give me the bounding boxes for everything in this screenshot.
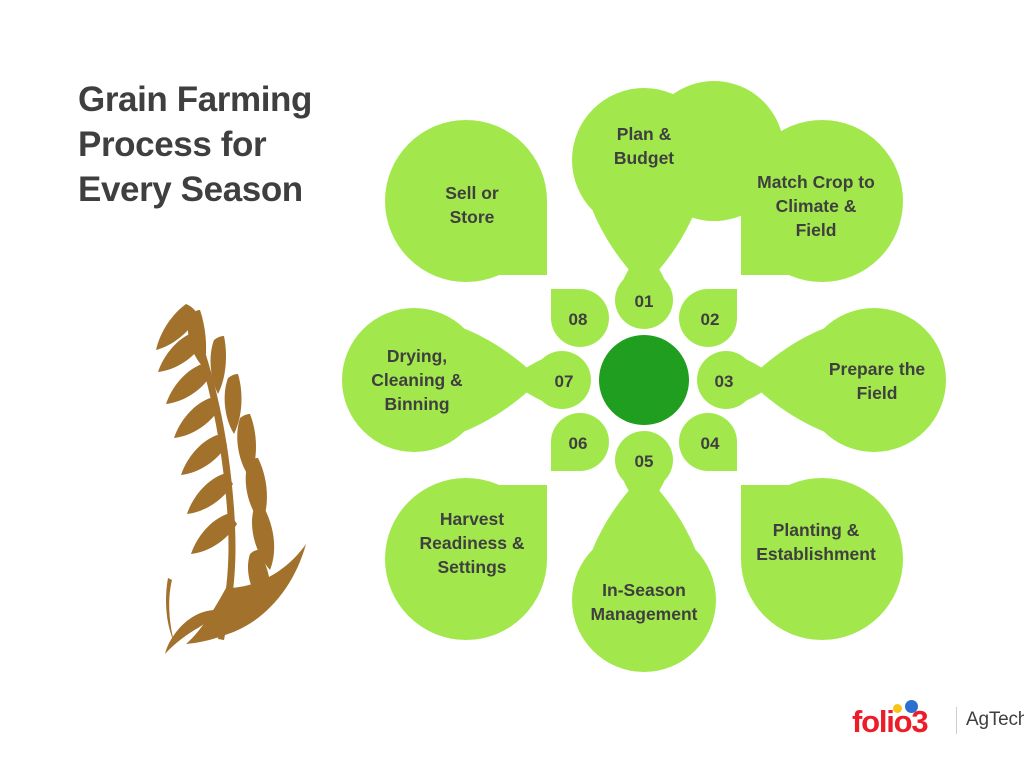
petal-04-label-line-2: Establishment xyxy=(756,544,876,564)
badge-08[interactable]: 08 xyxy=(551,289,609,347)
petal-02-label-line-3: Field xyxy=(796,220,837,240)
petal-03-label-line-1: Prepare the xyxy=(829,359,926,379)
logo-divider xyxy=(956,706,957,734)
title-line-2: Process for xyxy=(78,124,267,164)
petal-04-planting-and-establishment[interactable]: Planting & Establishment xyxy=(741,478,903,640)
folio3-agtech-logo: folio3 AgTech xyxy=(852,700,1024,740)
petal-02-match-crop-to-climate-and-field[interactable]: Match Crop to Climate & Field xyxy=(741,120,903,282)
badge-05-number: 05 xyxy=(635,452,654,471)
badge-03-number: 03 xyxy=(715,372,734,391)
title-line-1: Grain Farming xyxy=(78,80,313,119)
petal-03-label-line-2: Field xyxy=(857,383,898,403)
logo-dot-yellow-icon xyxy=(893,704,902,713)
petal-04-label-line-1: Planting & xyxy=(773,520,860,540)
badge-01[interactable]: 01 xyxy=(615,248,673,329)
petal-01-label-line-2: Budget xyxy=(614,148,674,168)
wheat-stalk-illustration xyxy=(128,288,328,658)
petal-05-in-season-management[interactable]: In-Season Management xyxy=(572,474,716,672)
process-wheel-diagram: Plan & Budget Prepare the Field In-Seaso… xyxy=(342,60,994,700)
petal-06-harvest-readiness-and-settings[interactable]: Harvest Readiness & Settings xyxy=(385,478,547,640)
petal-05-label-line-2: Management xyxy=(591,604,698,624)
petal-03-prepare-the-field[interactable]: Prepare the Field xyxy=(748,308,946,452)
petal-08-label-line-1: Sell or xyxy=(445,183,499,203)
diagram-center-hub[interactable] xyxy=(599,335,689,425)
petal-07-drying-cleaning-binning[interactable]: Drying, Cleaning & Binning xyxy=(342,308,540,452)
petal-08-sell-or-store[interactable]: Sell or Store xyxy=(385,120,547,282)
petal-01-label-line-1: Plan & xyxy=(617,124,672,144)
petal-07-label-line-1: Drying, xyxy=(387,346,447,366)
badge-06[interactable]: 06 xyxy=(551,413,609,471)
petal-06-label-line-1: Harvest xyxy=(440,509,504,529)
petal-02-label-line-1: Match Crop to xyxy=(757,172,875,192)
title-line-3: Every Season xyxy=(78,169,303,209)
petal-07-label-line-2: Cleaning & xyxy=(371,370,463,390)
badge-02-number: 02 xyxy=(701,310,720,329)
petal-05-label-line-1: In-Season xyxy=(602,580,686,600)
badge-06-number: 06 xyxy=(569,434,588,453)
logo-dot-blue-icon xyxy=(905,700,918,713)
badge-02[interactable]: 02 xyxy=(679,289,737,347)
badge-01-number: 01 xyxy=(635,292,654,311)
page-title: Grain Farming Process for Every Season xyxy=(78,78,408,212)
logo-brand-text: folio3 xyxy=(852,704,929,739)
badge-07[interactable]: 07 xyxy=(510,351,591,409)
badge-08-number: 08 xyxy=(569,310,588,329)
badge-04[interactable]: 04 xyxy=(679,413,737,471)
badge-07-number: 07 xyxy=(555,372,574,391)
petal-02-label-line-2: Climate & xyxy=(776,196,857,216)
folio3-wordmark: folio3 xyxy=(852,700,952,739)
badge-04-number: 04 xyxy=(701,434,720,453)
petal-06-label-line-2: Readiness & xyxy=(419,533,524,553)
logo-product-text: AgTech xyxy=(966,709,1024,730)
petal-07-label-line-3: Binning xyxy=(384,394,449,414)
badge-05[interactable]: 05 xyxy=(615,431,673,512)
petal-01-plan-and-budget[interactable]: Plan & Budget xyxy=(572,81,784,286)
badge-03[interactable]: 03 xyxy=(697,351,778,409)
petal-06-label-line-3: Settings xyxy=(437,557,506,577)
petal-08-label-line-2: Store xyxy=(450,207,495,227)
